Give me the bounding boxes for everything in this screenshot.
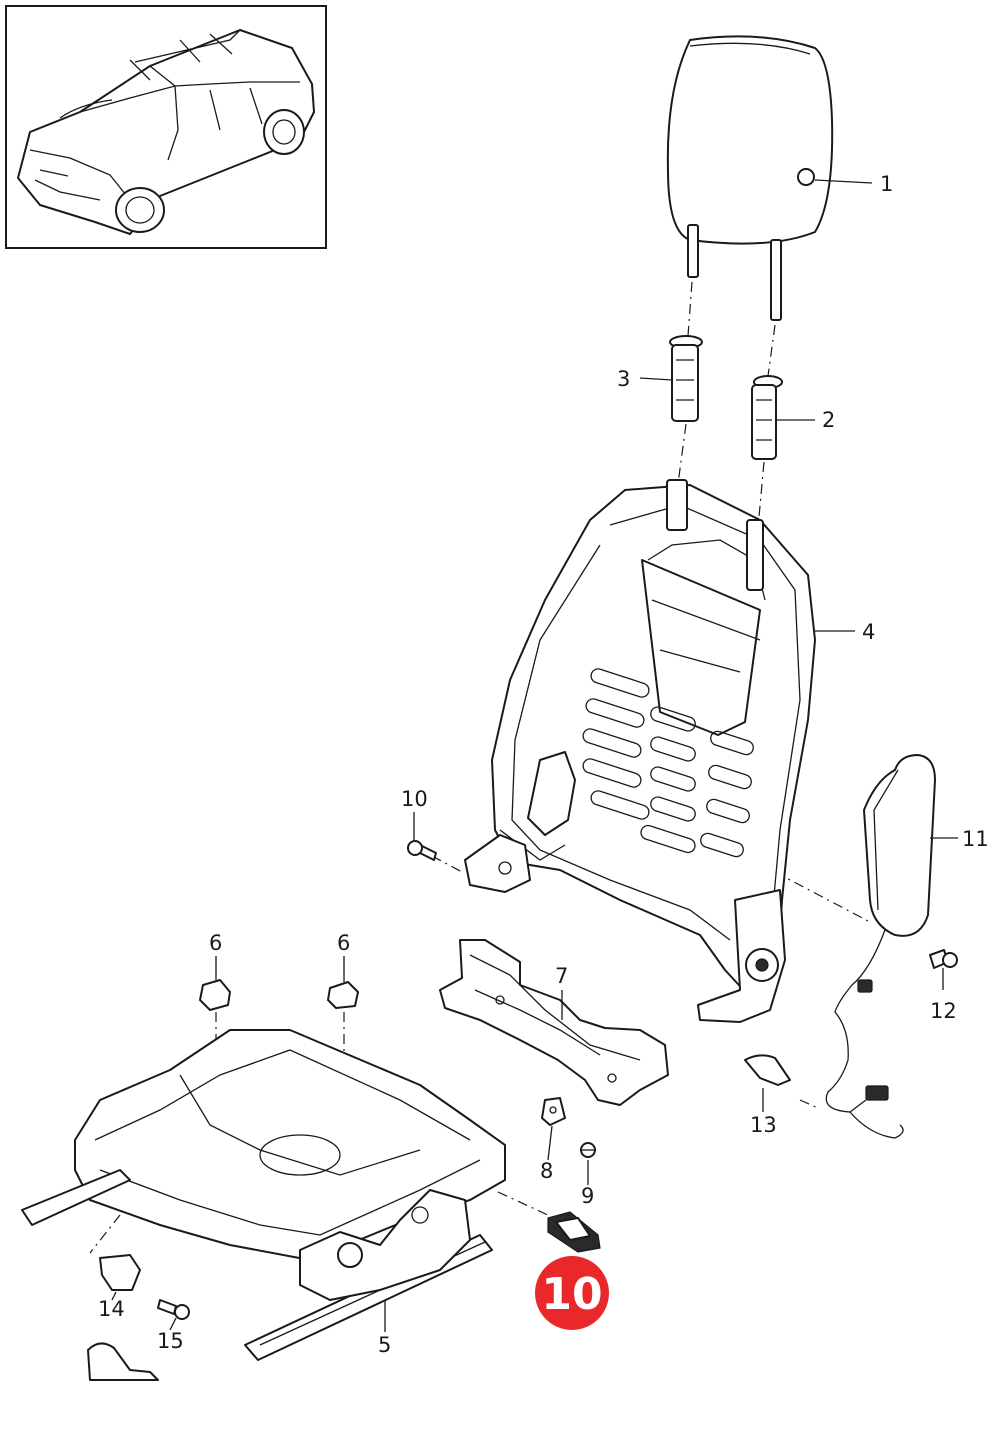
highlight-badge [535,1256,609,1330]
seat-base-frame [21,1029,506,1361]
clip-6-left [199,979,231,1011]
bracket-7 [439,939,669,1106]
callout-8: 8 [540,1159,553,1183]
headrest-guide-sleeves [669,335,783,460]
clip-6-right [327,981,359,1009]
callout-2: 2 [822,408,835,432]
callout-14: 13 [750,1113,777,1137]
bolt-13 [929,949,958,969]
bracket-15 [99,1254,141,1291]
callout-13: 12 [930,999,957,1023]
bolt-16 [157,1299,190,1320]
callout-10-highlight: 10 [541,1269,602,1320]
headrest [666,35,834,321]
callout-6-right: 6 [337,931,350,955]
callout-12: 11 [962,827,989,851]
callout-1: 1 [880,172,893,196]
side-airbag [825,754,936,1139]
callout-3: 3 [617,367,630,391]
clip-8 [541,1097,566,1126]
vehicle-thumbnail [5,5,327,249]
screw-9 [580,1142,596,1158]
callout-5: 5 [378,1333,391,1357]
leader-lines [111,179,958,1332]
bolt-11 [407,840,437,861]
callout-11: 10 [401,787,428,811]
part-10-motor [547,1211,601,1253]
callout-6-left: 6 [209,931,222,955]
callout-7: 7 [555,964,568,988]
callout-4: 4 [862,620,875,644]
callout-9: 9 [581,1184,594,1208]
backrest-frame [464,479,816,1023]
partial-component-bottom [87,1342,159,1381]
clip-14 [744,1054,791,1086]
callout-15: 14 [98,1297,125,1321]
callout-16: 15 [157,1329,184,1353]
callout-labels: 1 2 3 4 5 6 6 7 8 9 10 10 11 12 13 14 15 [98,172,989,1357]
